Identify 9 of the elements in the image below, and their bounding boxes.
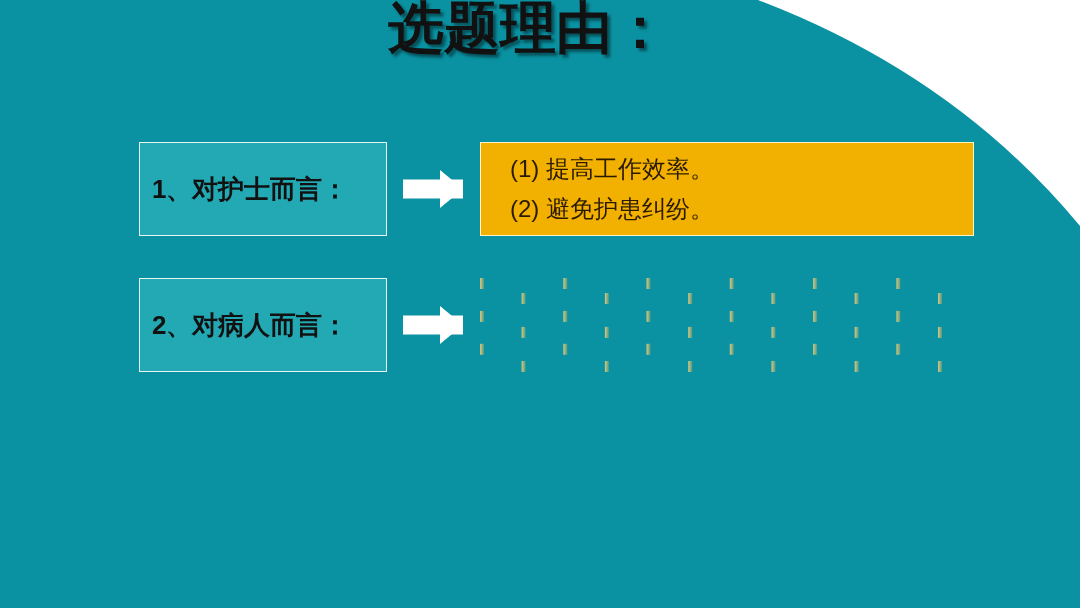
category-label: 1、对护士而言：	[152, 172, 349, 206]
list-item: (2) 避免护患纠纷。	[510, 194, 714, 224]
category-box	[139, 142, 387, 236]
slide-title: 选题理由：	[388, 0, 668, 58]
stripe-fragments-drawing	[480, 278, 942, 372]
category-box	[139, 278, 387, 372]
result-box	[480, 142, 974, 236]
list-item: (1) 提高工作效率。	[510, 154, 714, 184]
category-label: 2、对病人而言：	[152, 308, 349, 342]
